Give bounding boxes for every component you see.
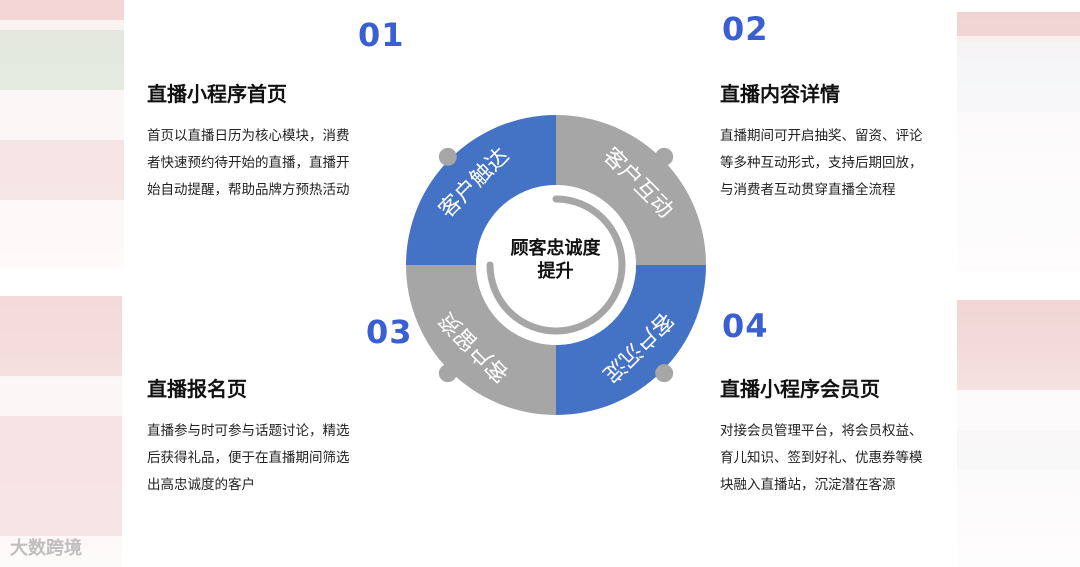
- section-content-detail: 直播内容详情 直播期间可开启抽奖、留资、评论 等多种互动形式，支持后期回放， 与…: [720, 78, 960, 204]
- step-number-02: 02: [722, 10, 769, 48]
- section-title: 直播小程序会员页: [720, 373, 960, 402]
- section-title: 直播内容详情: [720, 78, 960, 107]
- section-title: 直播报名页: [147, 373, 387, 402]
- ring-connector-dot: [655, 364, 673, 382]
- center-title: 顾客忠诚度 提升: [483, 237, 628, 283]
- center-title-line2: 提升: [483, 260, 628, 283]
- watermark-logo: 大数跨境: [10, 534, 82, 560]
- desc-line: 等多种互动形式，支持后期回放，: [720, 155, 923, 171]
- section-description: 直播参与时可参与话题讨论，精选 后获得礼品，便于在直播期间筛选 出高忠诚度的客户: [147, 418, 387, 499]
- desc-line: 直播期间可开启抽奖、留资、评论: [720, 128, 923, 144]
- ring-connector-dot: [655, 148, 673, 166]
- phone-screenshot-top-right: [957, 12, 1080, 270]
- phone-screenshot-bottom-left: [0, 296, 122, 567]
- desc-line: 育儿知识、签到好礼、优惠券等模: [720, 450, 923, 466]
- desc-line: 后获得礼品，便于在直播期间筛选: [147, 450, 350, 466]
- section-homepage: 直播小程序首页 首页以直播日历为核心模块，消费 者快速预约待开始的直播，直播开 …: [147, 78, 387, 204]
- desc-line: 与消费者互动贯穿直播全流程: [720, 182, 896, 198]
- desc-line: 对接会员管理平台，将会员权益、: [720, 423, 923, 439]
- desc-line: 块融入直播站，沉淀潜在客源: [720, 477, 896, 493]
- ring-connector-dot: [439, 364, 457, 382]
- center-title-line1: 顾客忠诚度: [483, 237, 628, 260]
- section-registration: 直播报名页 直播参与时可参与话题讨论，精选 后获得礼品，便于在直播期间筛选 出高…: [147, 373, 387, 499]
- phone-screenshot-bottom-right: [957, 300, 1080, 567]
- desc-line: 直播参与时可参与话题讨论，精选: [147, 423, 350, 439]
- desc-line: 者快速预约待开始的直播，直播开: [147, 155, 350, 171]
- ring-connector-dot: [439, 148, 457, 166]
- desc-line: 始自动提醒，帮助品牌方预热活动: [147, 182, 350, 198]
- section-description: 首页以直播日历为核心模块，消费 者快速预约待开始的直播，直播开 始自动提醒，帮助…: [147, 123, 387, 204]
- section-description: 直播期间可开启抽奖、留资、评论 等多种互动形式，支持后期回放， 与消费者互动贯穿…: [720, 123, 960, 204]
- section-title: 直播小程序首页: [147, 78, 387, 107]
- desc-line: 首页以直播日历为核心模块，消费: [147, 128, 350, 144]
- phone-screenshot-top-left: [0, 0, 124, 268]
- section-membership: 直播小程序会员页 对接会员管理平台，将会员权益、 育儿知识、签到好礼、优惠券等模…: [720, 373, 960, 499]
- step-number-04: 04: [722, 307, 769, 345]
- desc-line: 出高忠诚度的客户: [147, 477, 255, 493]
- step-number-01: 01: [358, 16, 405, 54]
- section-description: 对接会员管理平台，将会员权益、 育儿知识、签到好礼、优惠券等模 块融入直播站，沉…: [720, 418, 960, 499]
